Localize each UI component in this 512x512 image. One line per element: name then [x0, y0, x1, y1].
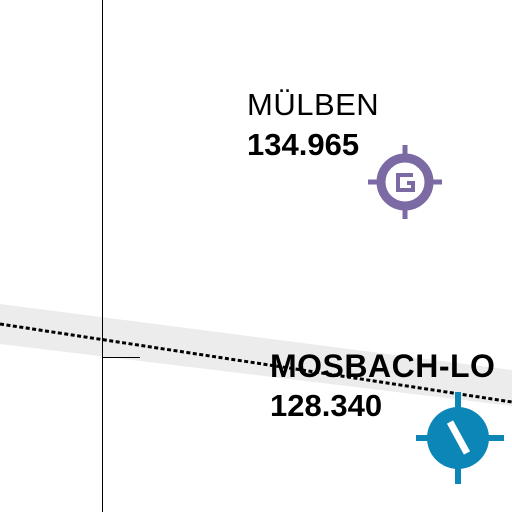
airway-band — [0, 304, 512, 406]
station-name-mosbach: MOSBACH-LO — [270, 348, 496, 384]
station-frequency-muelben: 134.965 — [247, 127, 360, 162]
g-ring-icon[interactable] — [366, 143, 444, 221]
station-name-muelben: MÜLBEN — [247, 87, 380, 122]
compass-slash-icon[interactable] — [416, 390, 512, 486]
dotted-route-line — [0, 322, 512, 404]
station-frequency-mosbach: 128.340 — [270, 388, 383, 423]
